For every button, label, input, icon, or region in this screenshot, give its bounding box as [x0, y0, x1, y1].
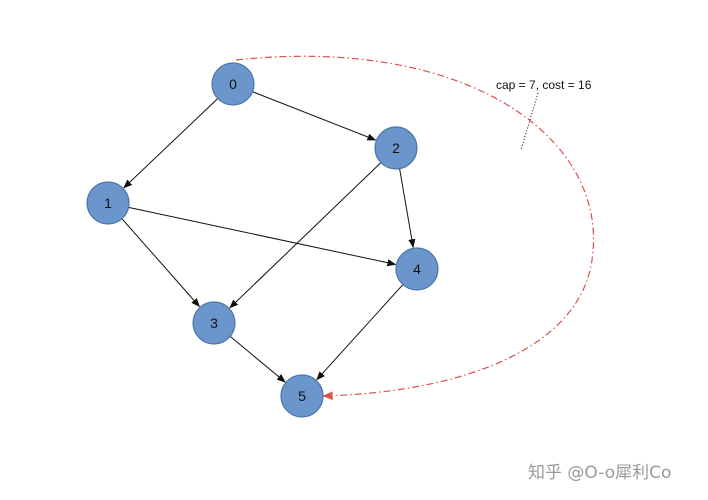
node-2-circle — [374, 126, 418, 170]
edge-1-3 — [121, 218, 200, 308]
node-0[interactable]: 0 — [211, 62, 255, 106]
node-5[interactable]: 5 — [280, 374, 324, 418]
node-3-label: 3 — [210, 315, 218, 331]
node-2[interactable]: 2 — [374, 126, 418, 170]
edge-0-2 — [252, 91, 377, 141]
node-3-circle — [192, 301, 236, 345]
watermark: 知乎 @O-o犀利Co — [528, 463, 671, 483]
node-4[interactable]: 4 — [395, 247, 439, 291]
node-0-label: 0 — [229, 76, 237, 92]
edge-2-4 — [399, 168, 416, 249]
edges — [121, 91, 416, 383]
edge-label-cap-cost: cap = 7, cost = 16 — [496, 78, 592, 92]
node-5-circle — [280, 374, 324, 418]
edge-4-5 — [316, 284, 404, 381]
node-1[interactable]: 1 — [86, 181, 130, 225]
node-1-label: 1 — [104, 195, 112, 211]
edge-1-4 — [128, 206, 397, 267]
edge-2-3 — [229, 162, 382, 309]
edge-0-5-highlight — [235, 55, 595, 401]
node-2-label: 2 — [392, 140, 400, 156]
node-5-label: 5 — [298, 388, 306, 404]
node-0-circle — [211, 62, 255, 106]
node-1-circle — [86, 181, 130, 225]
edge-3-5 — [229, 336, 286, 383]
edge-0-1 — [123, 98, 219, 189]
edge-label-leader — [520, 92, 539, 151]
node-4-circle — [395, 247, 439, 291]
node-4-label: 4 — [413, 261, 421, 277]
node-3[interactable]: 3 — [192, 301, 236, 345]
